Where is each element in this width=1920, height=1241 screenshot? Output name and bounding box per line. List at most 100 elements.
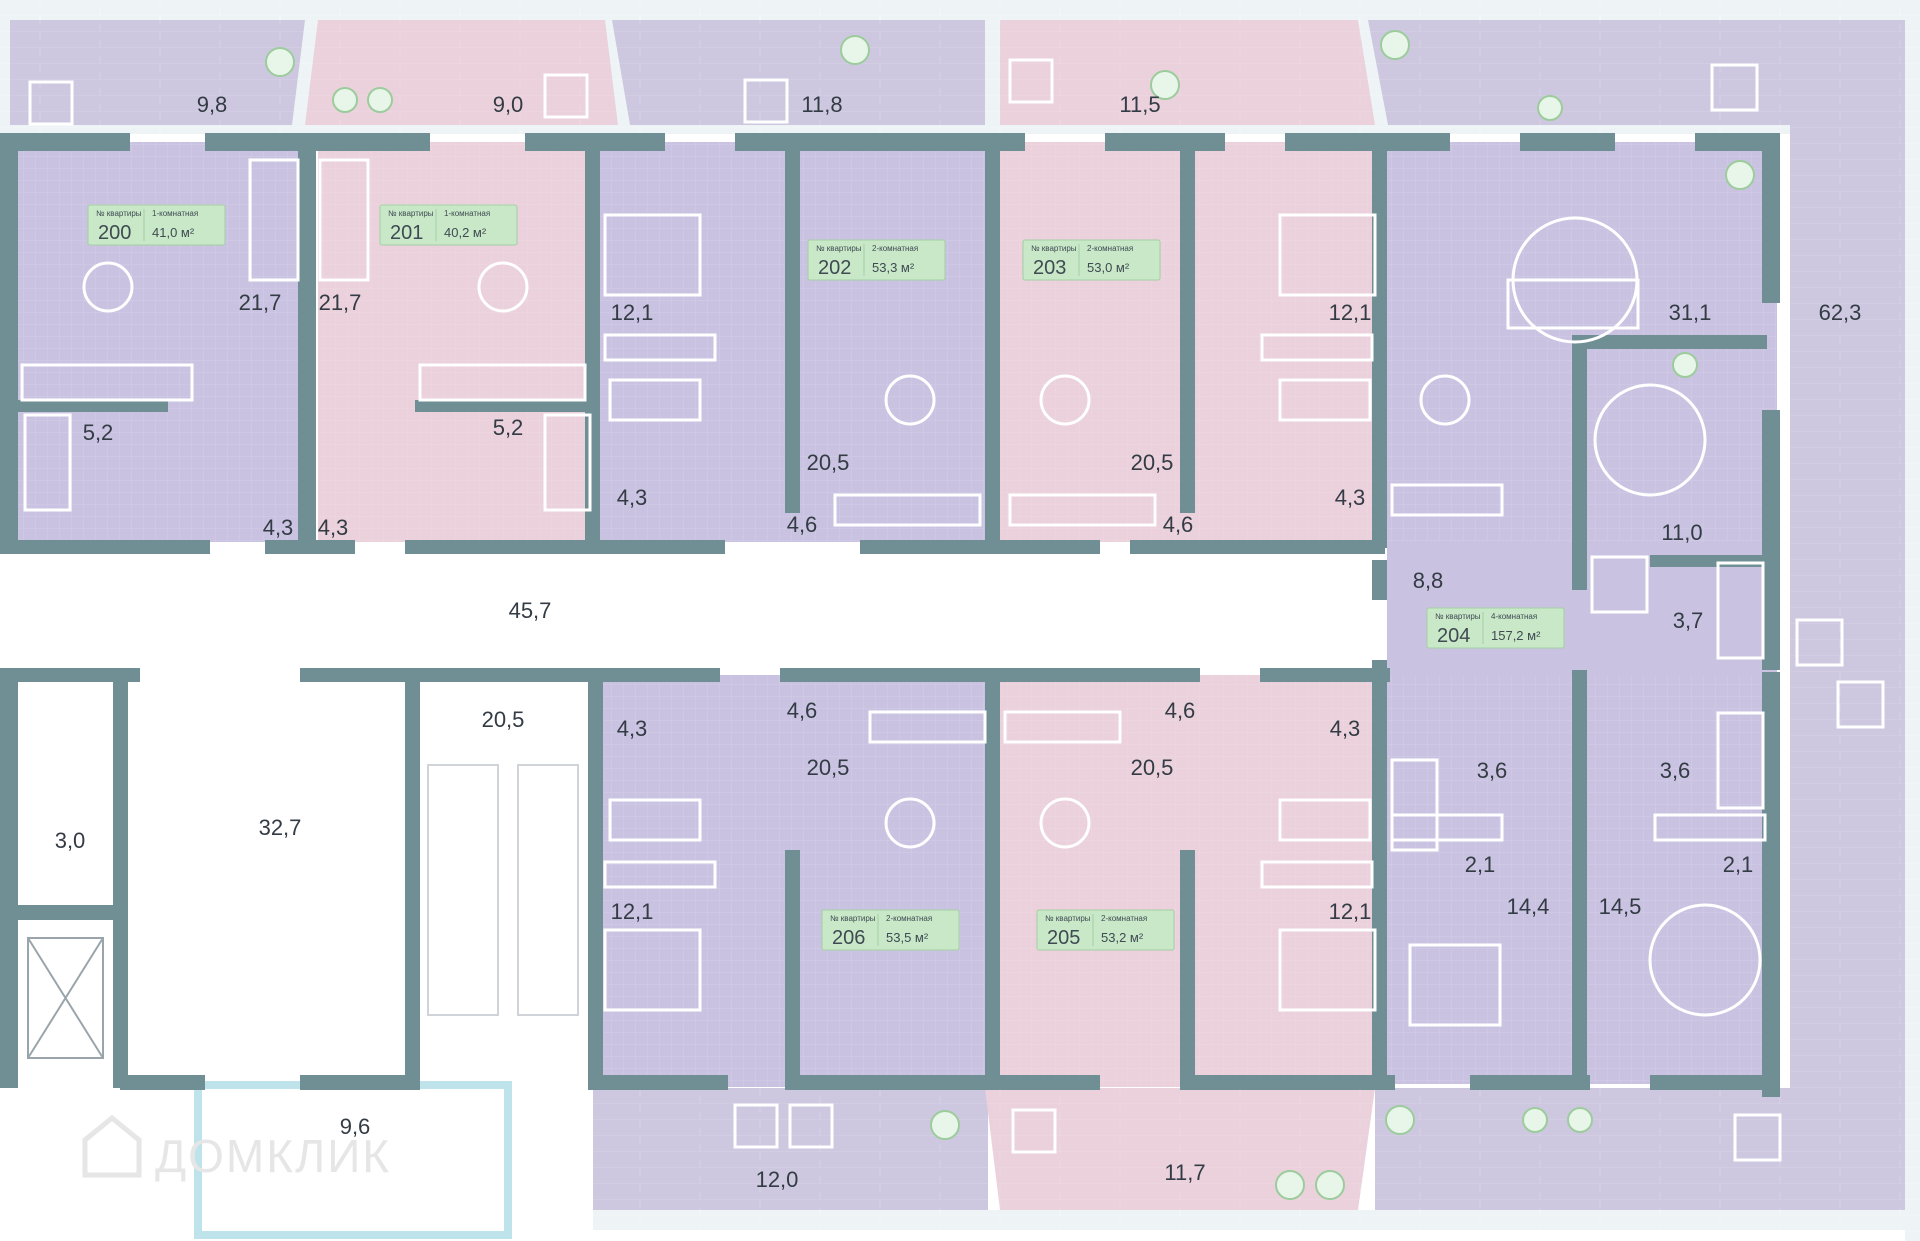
elevator-icon [27,937,104,1059]
wall-west-s2 [113,668,128,1088]
wall-int-201-bath [415,400,585,412]
apt-card-caption: № квартиры [1045,914,1091,923]
apt-card-205[interactable]: № квартиры 205 2-комнатная 53,2 м² [1036,909,1175,951]
wall-corridor-n-4 [860,540,1100,554]
kitchen-counter-icon [1390,483,1504,517]
corridor-floor [10,552,1380,670]
plant-icon [1315,1170,1345,1200]
area-label: 12,1 [1329,899,1372,924]
room-area-labels: 9,8 9,0 11,8 11,5 21,7 21,7 12,1 12,1 31… [55,92,1862,1192]
area-label: 3,0 [55,828,86,853]
plant-icon [1537,95,1563,121]
area-label: 3,7 [1673,608,1704,633]
bathtub-icon [1716,711,1765,810]
apt-card-number: 204 [1437,625,1470,647]
area-label: 3,6 [1660,758,1691,783]
wardrobe-icon [1260,333,1374,362]
wardrobe-icon [1260,860,1374,889]
apt-card-200[interactable]: № квартиры 200 1-комнатная 41,0 м² [87,204,226,246]
apt-card-caption: № квартиры [1031,244,1077,253]
wall-e-lower [1762,672,1780,1097]
area-label: 4,3 [1330,716,1361,741]
kitchen-counter-icon [1008,493,1157,527]
area-label: 2,1 [1723,852,1754,877]
wardrobe-icon [603,333,717,362]
stairs-icon [427,764,499,1016]
wall-stair-w [405,675,420,1085]
area-label: 11,7 [1164,1160,1205,1185]
area-label: 4,6 [787,512,818,537]
bed-icon [603,928,702,1012]
plant-icon [1275,1170,1305,1200]
area-label: 4,6 [1163,512,1194,537]
wall-int-200-bath [18,400,168,412]
area-label: 4,3 [617,716,648,741]
plant-icon [1725,160,1755,190]
apt-card-bg [87,204,226,246]
bed-icon [603,213,702,297]
area-label: 31,1 [1669,300,1712,325]
bathtub-icon [543,413,592,512]
bed-icon [1278,928,1377,1012]
wall-corridor-s-4 [1260,668,1390,682]
apt-card-area: 40,2 м² [444,225,487,240]
bathtub-icon [608,378,702,422]
apt-card-rooms: 4-комнатная [1491,612,1537,621]
kitchen-counter-icon [868,710,987,744]
wall-stair-s-2 [300,1075,420,1090]
bathtub-icon [1278,798,1372,842]
area-label: 9,6 [340,1114,371,1139]
domclick-logo-icon [82,1114,142,1178]
apt-card-number: 200 [98,222,131,244]
apt-card-204[interactable]: № квартиры 204 4-комнатная 157,2 м² [1426,607,1565,649]
wall-apt-203-204 [1372,133,1387,548]
area-label: 2,1 [1465,852,1496,877]
area-label: 9,0 [493,92,524,117]
bathtub-icon [1716,561,1765,660]
apt-card-201[interactable]: № квартиры 201 1-комнатная 40,2 м² [379,204,518,246]
apt-card-area: 53,2 м² [1101,930,1144,945]
plant-icon [367,87,393,113]
plant-icon [1385,1105,1415,1135]
apt-card-number: 201 [390,222,423,244]
area-label: 20,5 [1131,450,1174,475]
wall-s-3 [1180,1075,1395,1090]
area-label: 4,6 [1165,698,1196,723]
plant-icon [840,35,870,65]
apt-card-caption: № квартиры [816,244,862,253]
apt-card-203[interactable]: № квартиры 203 2-комнатная 53,0 м² [1022,239,1161,281]
wardrobe-icon [1390,813,1504,842]
apt-card-caption: № квартиры [96,209,142,218]
plant-icon [1567,1107,1593,1133]
shower-icon [1590,555,1649,614]
apt-card-area: 53,0 м² [1087,260,1130,275]
apt-card-202[interactable]: № квартиры 202 2-комнатная 53,3 м² [807,239,946,281]
plant-icon [930,1110,960,1140]
area-label: 14,5 [1599,894,1642,919]
wall-s-2 [800,1075,1100,1090]
apt-card-206[interactable]: № квартиры 206 2-комнатная 53,5 м² [821,909,960,951]
area-label: 12,1 [611,300,654,325]
dining-table-icon [884,797,936,849]
apt-card-bg [807,239,946,281]
apt-card-number: 202 [818,257,851,279]
elevator-cross-icon [27,937,104,1059]
area-label: 11,8 [801,92,842,117]
bathtub-icon [23,413,72,512]
area-label: 4,3 [263,515,294,540]
terrace-chair-icon [1011,1108,1057,1154]
area-label: 32,7 [259,815,302,840]
area-label: 4,6 [787,698,818,723]
dining-table-icon [884,374,936,426]
elevator-floor [18,918,113,1070]
bed-icon [1278,213,1377,297]
plant-icon [265,47,295,77]
apt-card-caption: № квартиры [830,914,876,923]
wall-s-5 [1650,1075,1780,1090]
terrace-chair-icon [1008,58,1054,104]
wall-stair-s-1 [120,1075,205,1090]
wall-s-4 [1470,1075,1590,1090]
apt-card-area: 157,2 м² [1491,628,1541,643]
wall-corridor-n-1 [0,540,210,554]
furniture [20,58,1885,1162]
